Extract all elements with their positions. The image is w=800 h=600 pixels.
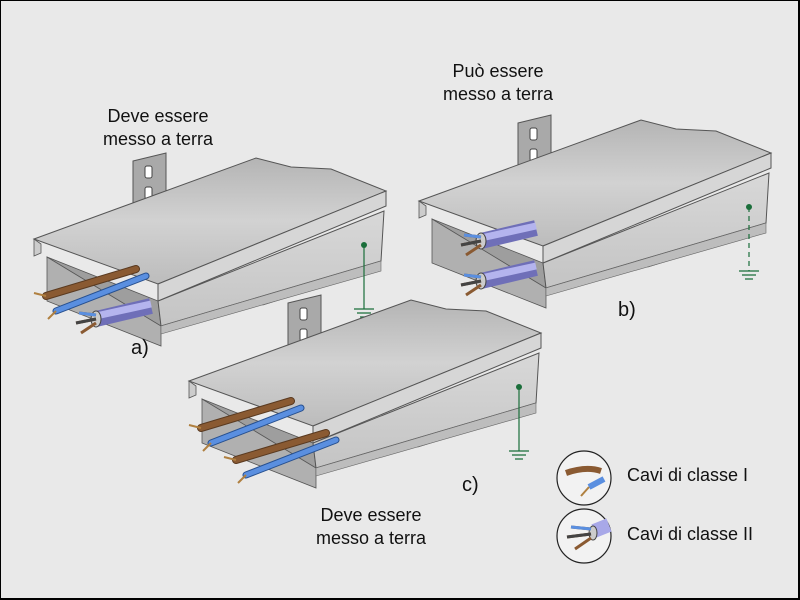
- legend-class2-label: Cavi di classe II: [627, 524, 754, 544]
- label-line: messo a terra: [102, 129, 214, 149]
- tag-b: b): [618, 299, 636, 321]
- legend-class1-icon: [556, 450, 612, 506]
- label-a-grounding: Deve essere messo a terra: [78, 105, 238, 151]
- tray-b: [418, 114, 772, 309]
- label-line: messo a terra: [315, 528, 427, 548]
- label-line: Può essere: [452, 61, 544, 81]
- tray-c: [189, 294, 542, 489]
- tag-c: c): [462, 474, 479, 496]
- ground-symbol-b-dashed: [739, 204, 759, 280]
- legend-class1-label: Cavi di classe I: [627, 465, 749, 485]
- label-line: messo a terra: [442, 84, 554, 104]
- tag-a: a): [131, 337, 149, 359]
- label-line: Deve essere: [107, 106, 209, 126]
- tray-a: [34, 152, 387, 347]
- label-line: Deve essere: [320, 505, 422, 525]
- legend-class2-icon: [556, 508, 612, 564]
- label-b-grounding: Può essere messo a terra: [418, 60, 578, 106]
- label-c-grounding: Deve essere messo a terra: [291, 504, 451, 550]
